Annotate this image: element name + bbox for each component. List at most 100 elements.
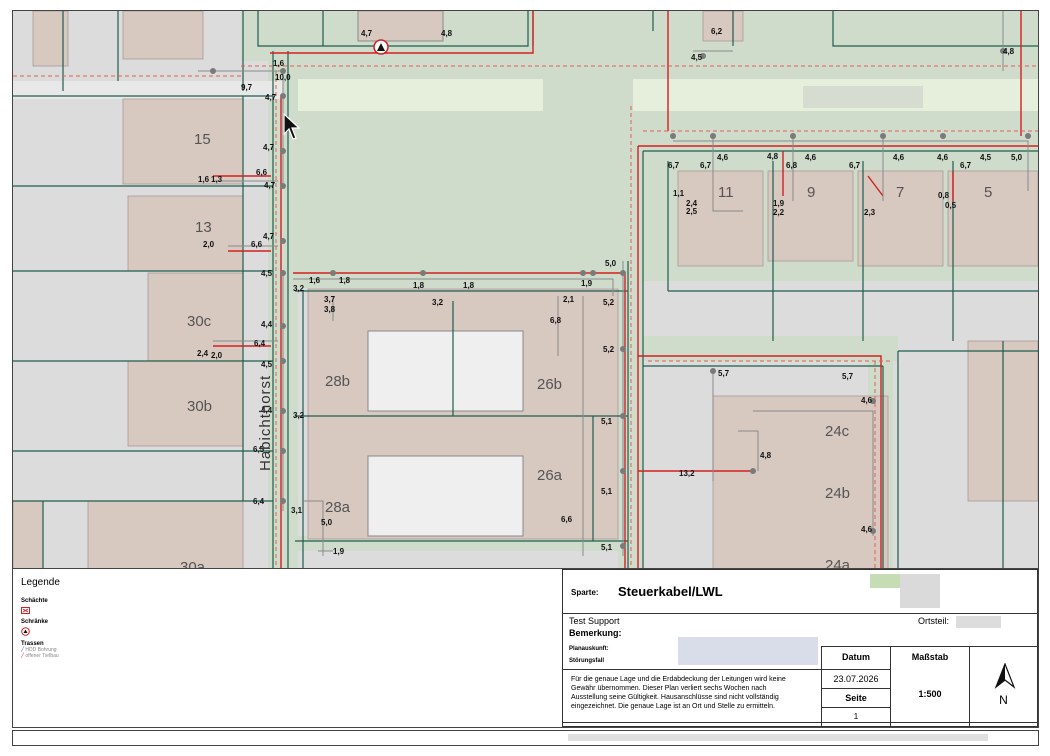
legend: Legende Schächte Schränke Trassen ╱ HDD … [21, 577, 60, 659]
measure-label: 6,8 [550, 316, 562, 325]
measure-label: 5,2 [603, 298, 615, 307]
measure-label: 1,9 [773, 199, 785, 208]
measure-label: 4,5 [261, 269, 273, 278]
measure-label: 1,3 [211, 175, 223, 184]
measure-label: 4,6 [861, 525, 873, 534]
house-number: 15 [194, 131, 211, 148]
house-number: 24c [825, 423, 850, 440]
redacted-area [678, 637, 818, 665]
measure-label: 1,9 [333, 547, 345, 556]
measure-label: 3,2 [432, 298, 444, 307]
measure-label: 4,6 [937, 153, 949, 162]
measure-label: 3,2 [293, 411, 305, 420]
house-number: 24a [825, 557, 851, 570]
datum-header: Datum [821, 646, 891, 670]
measure-label: 6,7 [668, 161, 680, 170]
measure-label: 9,7 [241, 83, 253, 92]
measure-label: 5,1 [601, 543, 613, 552]
measure-label: 1,6 [309, 276, 321, 285]
measure-label: 5,0 [605, 259, 617, 268]
legend-schraenke: Schränke [21, 619, 49, 625]
measure-label: 6,7 [960, 161, 972, 170]
north-label: N [999, 693, 1008, 707]
measure-label: 4,8 [760, 451, 772, 460]
seite-header: Seite [821, 688, 891, 708]
company-name: Test Support [569, 616, 620, 626]
measure-label: 4,8 [1003, 47, 1015, 56]
measure-label: 4,7 [263, 232, 275, 241]
house-number: 28b [325, 373, 351, 390]
legend-title: Legende [21, 577, 60, 588]
measure-label: 0,8 [938, 191, 950, 200]
redacted-area [900, 574, 940, 608]
measure-label: 2,0 [211, 351, 223, 360]
details-box: Test Support Bemerkung: Ortsteil: Planau… [562, 613, 1038, 723]
footer-bar [12, 730, 1039, 746]
house-number: 11 [718, 184, 734, 201]
measure-label: 4,7 [264, 181, 276, 190]
mouse-cursor-icon [283, 113, 301, 140]
cabinet-icon [21, 627, 60, 639]
measure-label: 4,6 [805, 153, 817, 162]
measure-label: 1,8 [339, 276, 351, 285]
measure-label: 1,8 [413, 281, 425, 290]
seite-cell: 1 [821, 707, 891, 727]
north-arrow-icon [994, 663, 1016, 689]
legend-tiefbau: ╱ offener Tiefbau [21, 653, 59, 659]
measure-label: 3,7 [324, 295, 336, 304]
sparte-label: Sparte: [571, 588, 599, 597]
massstab-box: Maßstab 1:500 [890, 646, 970, 727]
measure-label: 3,1 [291, 506, 303, 515]
measure-label: 4,6 [861, 396, 873, 405]
planauskunft-label: Planauskunft: [569, 646, 609, 652]
measure-label: 4,5 [691, 53, 703, 62]
map-view[interactable]: 4,7 4,8 6,2 4,5 4,8 1,6 10,0 9,7 4,7 4,7… [12, 10, 1039, 570]
house-number: 24b [825, 485, 851, 502]
plan-footer: Legende Schächte Schränke Trassen ╱ HDD … [12, 568, 1039, 728]
measure-label: 4,8 [767, 152, 779, 161]
datum-cell: 23.07.2026 [821, 669, 891, 689]
measure-label: 6,4 [254, 339, 266, 348]
datum-label: Datum [841, 652, 870, 662]
measure-label: 6,6 [561, 515, 573, 524]
measure-label: 5,0 [1011, 153, 1023, 162]
measure-label: 1,6 [198, 175, 210, 184]
house-number: 9 [807, 184, 816, 201]
measure-label: 1,8 [463, 281, 475, 290]
measure-label: 1,9 [581, 279, 593, 288]
measure-label: 6,8 [786, 161, 798, 170]
north-box: N [969, 646, 1038, 727]
bemerkung-label: Bemerkung: [569, 628, 622, 638]
seite-value: 1 [853, 712, 859, 721]
house-number: 26a [537, 467, 563, 484]
disclaimer-box: Für die genaue Lage und die Erdabdeckung… [562, 669, 822, 727]
measure-label: 6,6 [251, 240, 263, 249]
measure-label: 4,8 [441, 29, 453, 38]
house-number: 26b [537, 376, 563, 393]
measure-label: 0,5 [945, 201, 957, 210]
color-swatch [870, 574, 900, 588]
measure-label: 6,7 [700, 161, 712, 170]
house-number: 13 [195, 219, 212, 236]
house-number: 30b [187, 398, 213, 415]
ortsteil-label: Ortsteil: [918, 616, 950, 626]
measure-label: 4,5 [261, 360, 273, 369]
map-canvas [13, 11, 1038, 569]
measure-label: 6,4 [253, 497, 265, 506]
street-name: Habichthorst [257, 374, 274, 471]
measure-label: 5,0 [321, 518, 333, 527]
house-number: 28a [325, 499, 351, 516]
measure-label: 4,4 [261, 406, 273, 415]
redacted-area [956, 616, 1001, 628]
sparte-box: Sparte: Steuerkabel/LWL [562, 569, 1038, 614]
measure-label: 2,5 [686, 207, 698, 216]
measure-label: 4,5 [980, 153, 992, 162]
measure-label: 1,1 [673, 189, 685, 198]
house-number: 5 [984, 184, 993, 201]
legend-trassen: Trassen [21, 641, 44, 647]
measure-label: 1,6 [273, 59, 285, 68]
measure-label: 6,5 [253, 445, 265, 454]
redacted-area [568, 734, 988, 741]
disclaimer-text: Für die genaue Lage und die Erdabdeckung… [571, 676, 786, 710]
measure-label: 4,7 [263, 143, 275, 152]
